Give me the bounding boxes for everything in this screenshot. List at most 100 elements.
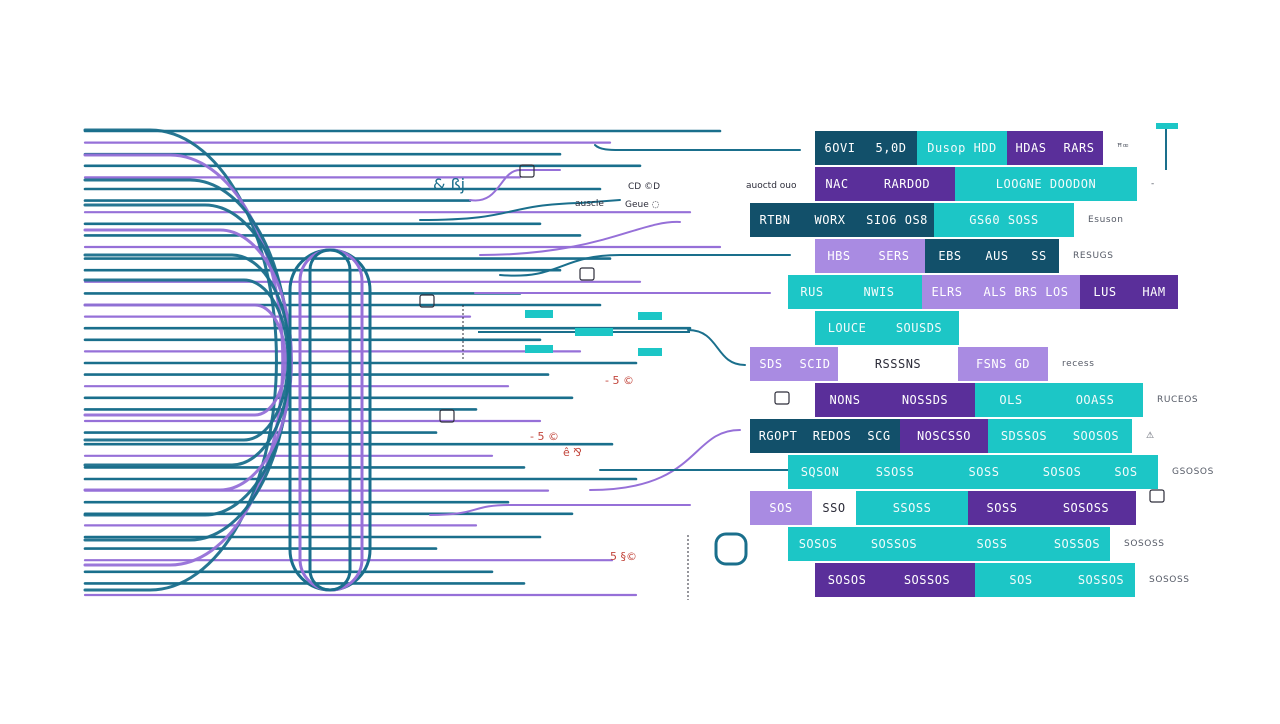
bar-segment: FSNS GD bbox=[958, 347, 1048, 381]
bar-segment: SOSS bbox=[940, 527, 1044, 561]
bar-segment: Dusop HDD bbox=[917, 131, 1007, 165]
bar-segment: WORX bbox=[800, 203, 860, 237]
mini-flow-node bbox=[638, 348, 662, 356]
row-side-label: RESUGS bbox=[1073, 251, 1114, 261]
bar-segment: 5,0D bbox=[865, 131, 917, 165]
annotation-label: - 5 © bbox=[530, 430, 559, 443]
bar-segment: SOSOS bbox=[815, 563, 879, 597]
row-side-label: ꟸꟹ bbox=[1117, 143, 1130, 153]
bar-segment: SQSON bbox=[788, 455, 852, 489]
bar-segment: RUS bbox=[788, 275, 836, 309]
annotation-label: & ßj bbox=[433, 175, 465, 194]
connector-line bbox=[594, 144, 801, 151]
row-side-label: SOSOSS bbox=[1149, 575, 1190, 585]
node-icon bbox=[519, 164, 535, 178]
bar-segment: SOS bbox=[1094, 455, 1158, 489]
bar-segment: RSSSNS bbox=[838, 347, 958, 381]
bar-segment: RGOPT bbox=[750, 419, 806, 453]
node-icon bbox=[1149, 489, 1165, 503]
bar-segment: 6OVI bbox=[815, 131, 865, 165]
mini-flow-node bbox=[525, 310, 553, 318]
flow-loop bbox=[83, 278, 290, 442]
bar-segment: SOS bbox=[975, 563, 1067, 597]
bar-segment: HBS bbox=[815, 239, 863, 273]
bar-segment: SOSSOS bbox=[848, 527, 940, 561]
bar-segment: SCG bbox=[858, 419, 900, 453]
bar-segment: RARDOD bbox=[859, 167, 955, 201]
bar-segment: OOASS bbox=[1047, 383, 1143, 417]
annotation-label: 5 §© bbox=[610, 550, 637, 563]
bar-segment: ALS BRS LOS bbox=[972, 275, 1080, 309]
node-icon bbox=[419, 294, 435, 308]
bar-segment: LOOGNE DOODON bbox=[955, 167, 1137, 201]
connector-line bbox=[419, 199, 621, 221]
flow-pill bbox=[308, 248, 352, 592]
bar-segment: NAC bbox=[815, 167, 859, 201]
annotation-label: ê ⅋ bbox=[563, 446, 582, 459]
connector-line bbox=[469, 169, 561, 202]
bar-segment: SOSSOS bbox=[879, 563, 975, 597]
logo-icon bbox=[714, 532, 748, 566]
top-right-marker-cap bbox=[1156, 123, 1178, 129]
bar-segment: SDSSOS bbox=[988, 419, 1060, 453]
bar-segment: SDS bbox=[750, 347, 792, 381]
bar-segment: SOSOS bbox=[1030, 455, 1094, 489]
mid-label: CD ©D bbox=[628, 182, 660, 192]
row-side-label: - bbox=[1151, 179, 1155, 189]
bar-segment: SOSS bbox=[968, 491, 1036, 525]
bar-segment: ELRS bbox=[922, 275, 972, 309]
bar-segment: SOOSOS bbox=[1060, 419, 1132, 453]
bar-segment: SSOSS bbox=[856, 491, 968, 525]
bar-segment: SS bbox=[1019, 239, 1059, 273]
bar-segment: SOSSOS bbox=[1067, 563, 1135, 597]
mini-flow-node bbox=[525, 345, 553, 353]
mini-flow-node bbox=[638, 312, 662, 320]
connector-line bbox=[499, 254, 791, 277]
row-side-label: RUCEOS bbox=[1157, 395, 1199, 405]
bar-segment: NOSCSSO bbox=[900, 419, 988, 453]
bar-segment: SOSS bbox=[938, 455, 1030, 489]
bar-segment: NWIS bbox=[836, 275, 922, 309]
flow-loop bbox=[83, 303, 287, 417]
bar-segment: SERS bbox=[863, 239, 925, 273]
bar-segment: GS60 SOSS bbox=[934, 203, 1074, 237]
bar-segment: SOUSDS bbox=[879, 311, 959, 345]
row-side-label: Esuson bbox=[1088, 215, 1124, 225]
bar-segment: SOSSOS bbox=[1044, 527, 1110, 561]
connector-line bbox=[589, 429, 741, 491]
node-icon bbox=[579, 267, 595, 281]
bar-segment: RTBN bbox=[750, 203, 800, 237]
bar-segment: HDAS bbox=[1007, 131, 1055, 165]
bar-segment: SSO bbox=[812, 491, 856, 525]
annotation-label: - 5 © bbox=[605, 374, 634, 387]
node-icon bbox=[774, 391, 790, 405]
bar-segment: HAM bbox=[1130, 275, 1178, 309]
connector-line bbox=[687, 329, 746, 366]
bar-segment: SOSOSS bbox=[1036, 491, 1136, 525]
row-side-label: recess bbox=[1062, 359, 1095, 369]
bar-segment: EBS bbox=[925, 239, 975, 273]
row-side-label: GSOSOS bbox=[1172, 467, 1214, 477]
bar-segment: SOSOS bbox=[788, 527, 848, 561]
bar-segment: LUS bbox=[1080, 275, 1130, 309]
row-side-label: ⚠ bbox=[1146, 431, 1155, 441]
connector-line bbox=[429, 504, 691, 516]
bar-segment: REDOS bbox=[806, 419, 858, 453]
mid-label: auscle bbox=[575, 199, 604, 209]
bar-segment: SSOSS bbox=[852, 455, 938, 489]
bar-segment: SCID bbox=[792, 347, 838, 381]
